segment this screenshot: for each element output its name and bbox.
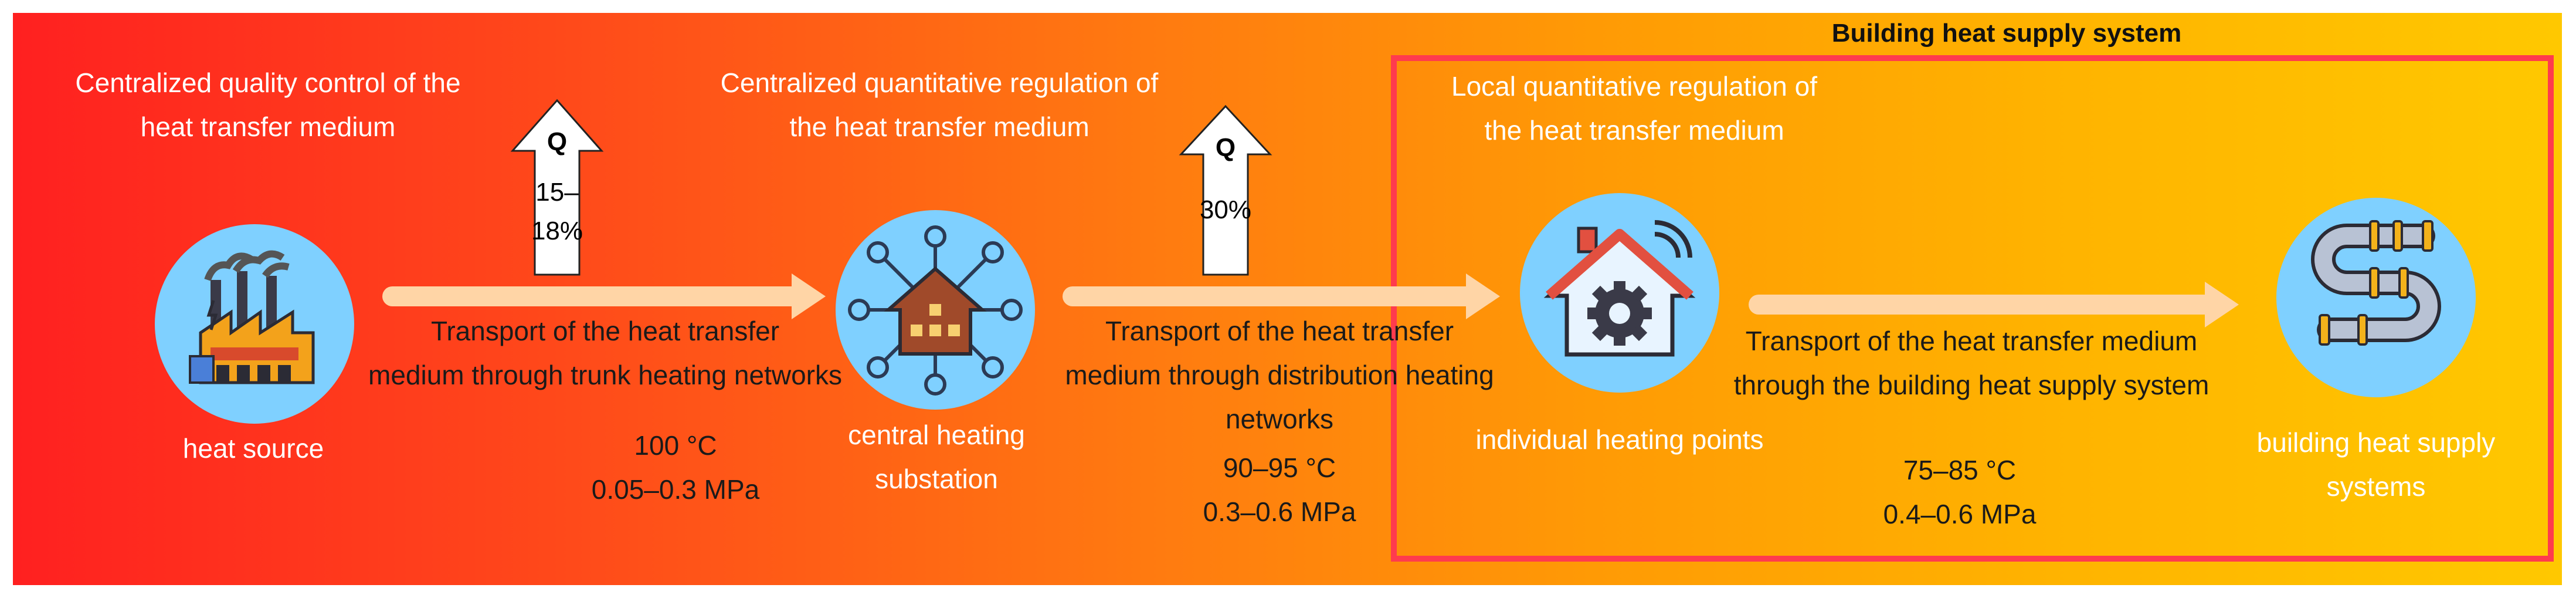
local-regulation-line-1: Local quantitative regulation of	[1451, 71, 1817, 102]
q-arrow-substation-label: Q	[1215, 133, 1236, 162]
q-arrow-substation: Q 30%	[1179, 104, 1272, 277]
transport-distribution-temperature: 90–95 °C	[1223, 452, 1336, 483]
arrow-substation-to-point	[1063, 273, 1500, 319]
arrow-point-to-building	[1749, 282, 2239, 327]
transport-building-temperature: 75–85 °C	[1903, 455, 2017, 485]
transport-building-params: 75–85 °C 0.4–0.6 MPa	[1837, 448, 2083, 536]
source-regulation-line-1: Centralized quality control of the	[75, 67, 461, 98]
node-individual-point-label: individual heating points	[1475, 424, 1764, 455]
building-system-box	[1391, 55, 2554, 562]
transport-distribution-line-1: Transport of the heat transfer	[1105, 316, 1454, 346]
node-substation-line-1: central heating	[848, 420, 1025, 450]
diagram-canvas: Building heat supply system Centralized …	[13, 13, 2562, 585]
node-substation-label: central heating substation	[810, 413, 1063, 501]
transport-distribution-line-2: medium through distribution heating	[1065, 360, 1494, 390]
local-regulation-label: Local quantitative regulation of the hea…	[1379, 65, 1889, 153]
smart-home-gear-icon	[1520, 193, 1719, 393]
pipes-icon	[2276, 198, 2476, 397]
transport-building-pressure: 0.4–0.6 MPa	[1883, 499, 2037, 529]
substation-regulation-line-1: Centralized quantitative regulation of	[720, 67, 1159, 98]
substation-regulation-line-2: the heat transfer medium	[789, 112, 1090, 142]
arrow-source-to-substation	[382, 273, 826, 319]
transport-building-description: Transport of the heat transfer medium th…	[1690, 319, 2253, 407]
factory-icon	[155, 224, 354, 424]
transport-trunk-temperature: 100 °C	[634, 430, 717, 461]
transport-trunk-description: Transport of the heat transfer medium th…	[330, 309, 881, 397]
node-building-systems-line-2: systems	[2326, 471, 2426, 502]
q-arrow-source-value-1: 15–	[535, 178, 579, 207]
node-building-systems-line-1: building heat supply	[2256, 427, 2496, 458]
node-building-systems-label: building heat supply systems	[2229, 421, 2523, 509]
substation-regulation-label: Centralized quantitative regulation of t…	[664, 61, 1215, 149]
transport-building-line-1: Transport of the heat transfer medium	[1745, 326, 2198, 356]
transport-trunk-pressure: 0.05–0.3 MPa	[591, 474, 760, 505]
source-regulation-label: Centralized quality control of the heat …	[13, 61, 523, 149]
local-regulation-line-2: the heat transfer medium	[1484, 115, 1784, 146]
transport-trunk-params: 100 °C 0.05–0.3 MPa	[552, 424, 799, 512]
transport-trunk-line-2: medium through trunk heating networks	[368, 360, 842, 390]
transport-distribution-description: Transport of the heat transfer medium th…	[1010, 309, 1549, 441]
transport-distribution-line-3: networks	[1225, 404, 1334, 434]
node-substation-line-2: substation	[875, 464, 998, 494]
q-arrow-substation-value: 30%	[1199, 195, 1252, 224]
transport-distribution-params: 90–95 °C 0.3–0.6 MPa	[1156, 446, 1403, 534]
q-arrow-source-value-2: 18%	[531, 217, 583, 245]
transport-trunk-line-1: Transport of the heat transfer	[430, 316, 780, 346]
source-regulation-line-2: heat transfer medium	[140, 112, 396, 142]
q-arrow-source-label: Q	[547, 127, 568, 156]
transport-distribution-pressure: 0.3–0.6 MPa	[1203, 496, 1356, 527]
building-system-title: Building heat supply system	[1831, 19, 2182, 48]
network-house-icon	[836, 210, 1035, 410]
node-heat-source-label: heat source	[182, 433, 324, 464]
q-arrow-source: Q 15– 18%	[510, 98, 604, 277]
transport-building-line-2: through the building heat supply system	[1733, 370, 2210, 400]
